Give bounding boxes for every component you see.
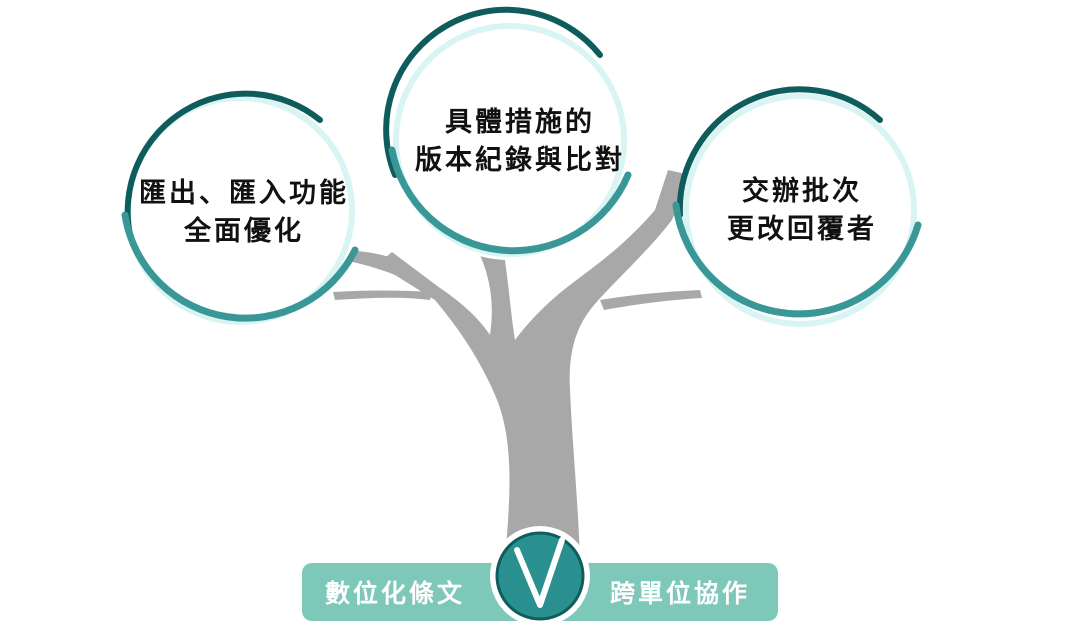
banner-left-label: 數位化條文 [325, 579, 465, 608]
feature-circle-left: 匯出、匯入功能 全面優化 [121, 90, 359, 328]
tree-trunk-main [380, 170, 690, 560]
circle-left-line1: 匯出、匯入功能 [139, 177, 349, 209]
ring-arc-dark [676, 86, 883, 218]
tree-branch-left-low [333, 290, 432, 300]
ring-arc-mid [121, 211, 359, 322]
circle-left-line2: 全面優化 [183, 215, 304, 247]
ring-arc-dark [383, 6, 603, 178]
circle-center-line1: 具體措施的 [445, 106, 595, 138]
v-check-logo-icon [490, 526, 590, 626]
circle-right-line1: 交辦批次 [742, 175, 862, 207]
circle-center-line2: 版本紀錄與比對 [415, 144, 625, 176]
feature-circle-center: 具體措施的 版本紀錄與比對 [383, 6, 632, 260]
ring-arc-dark [124, 90, 323, 238]
ring-arc-mid [672, 201, 922, 318]
feature-circle-right: 交辦批次 更改回覆者 [672, 86, 922, 330]
banner-right-label: 跨單位協作 [610, 579, 750, 608]
ring-arc-mid [388, 146, 632, 255]
circle-right-line2: 更改回覆者 [727, 214, 877, 245]
bottom-banner: 數位化條文 跨單位協作 [302, 526, 778, 626]
tree-branch-right [600, 290, 702, 310]
